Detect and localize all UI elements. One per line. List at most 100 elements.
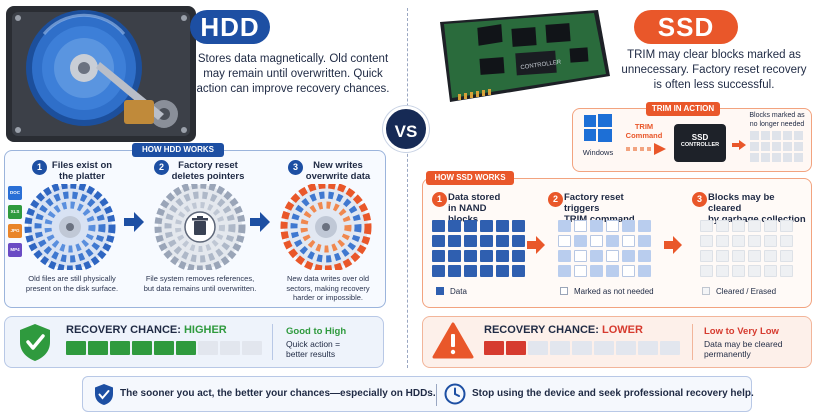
hdd-step-2-title: Factory reset deletes pointers xyxy=(171,160,245,182)
ssd-step-2-blocks xyxy=(558,220,651,277)
nand-block xyxy=(512,250,525,262)
nand-block xyxy=(716,265,729,277)
nand-block xyxy=(512,220,525,232)
nand-block xyxy=(558,265,571,277)
nand-block xyxy=(748,250,761,262)
trim-blocks-grid xyxy=(750,131,803,162)
arrow-right-icon xyxy=(732,140,746,150)
ssd-step-3-legend: Cleared / Erased xyxy=(702,287,776,296)
hdd-description: Stores data magnetically. Old content ma… xyxy=(196,53,390,95)
ssd-title: SSD xyxy=(634,10,738,44)
ssd-step-2-number: 2 xyxy=(548,192,563,207)
meter-segment xyxy=(550,341,570,355)
mp4-file-icon: MP4 xyxy=(8,243,22,257)
nand-block xyxy=(764,265,777,277)
vs-badge: VS xyxy=(383,106,429,152)
ssd-recovery-meter xyxy=(484,341,684,355)
windows-logo-icon xyxy=(584,114,612,142)
hdd-recovery-title: RECOVERY CHANCE: HIGHER xyxy=(66,324,227,336)
shield-check-icon xyxy=(95,384,113,405)
xls-file-icon: XLS xyxy=(8,205,22,219)
nand-block xyxy=(574,265,587,277)
ssd-step-2-legend: Marked as not needed xyxy=(560,287,654,296)
nand-block xyxy=(700,235,713,247)
nand-block xyxy=(732,235,745,247)
nand-block xyxy=(480,235,493,247)
nand-block xyxy=(732,220,745,232)
jpg-file-icon: JPG xyxy=(8,224,22,238)
hdd-step-3-caption: New data writes over old sectors, making… xyxy=(286,274,370,302)
footer-right-text: Stop using the device and seek professio… xyxy=(472,388,754,399)
footer-banner xyxy=(82,376,752,412)
nand-block xyxy=(448,220,461,232)
nand-block xyxy=(622,265,635,277)
platter-with-trash-icon xyxy=(154,184,246,270)
platter-overwritten-icon xyxy=(280,184,372,270)
meter-segment xyxy=(154,341,174,355)
nand-block xyxy=(764,250,777,262)
meter-segment xyxy=(506,341,526,355)
platter-with-files-icon xyxy=(24,184,116,270)
ssd-recovery-divider xyxy=(692,324,693,360)
trim-label: TRIM IN ACTION xyxy=(646,102,720,116)
ssd-step-3-number: 3 xyxy=(692,192,707,207)
nand-block xyxy=(590,235,603,247)
nand-block xyxy=(558,220,571,232)
nand-block xyxy=(448,265,461,277)
arrow-right-icon xyxy=(527,236,545,254)
trim-os-label: Windows xyxy=(582,148,614,157)
ssd-drive-illustration: CONTROLLER xyxy=(440,10,610,102)
nand-block xyxy=(590,220,603,232)
nand-block xyxy=(748,265,761,277)
nand-block xyxy=(464,235,477,247)
clock-icon xyxy=(444,383,466,405)
nand-block xyxy=(622,220,635,232)
meter-segment xyxy=(484,341,504,355)
file-icons-column: DOC XLS JPG MP4 xyxy=(8,186,22,257)
meter-segment xyxy=(66,341,86,355)
ssd-step-1-blocks xyxy=(432,220,525,277)
nand-block xyxy=(716,220,729,232)
trim-command-label: TRIM Command xyxy=(625,122,663,140)
hdd-recovery-meter xyxy=(66,341,266,355)
hdd-drive-illustration xyxy=(6,6,196,142)
meter-segment xyxy=(88,341,108,355)
svg-text:CONTROLLER: CONTROLLER xyxy=(520,59,562,71)
nand-block xyxy=(448,235,461,247)
nand-block xyxy=(606,265,619,277)
nand-block xyxy=(748,235,761,247)
nand-block xyxy=(432,220,445,232)
nand-block xyxy=(464,265,477,277)
ssd-how-label: HOW SSD WORKS xyxy=(426,171,514,185)
nand-block xyxy=(700,220,713,232)
ssd-description: TRIM may clear blocks marked as unnecess… xyxy=(621,49,807,91)
arrow-right-icon xyxy=(124,212,144,232)
meter-segment xyxy=(110,341,130,355)
hdd-step-2-number: 2 xyxy=(154,160,169,175)
hdd-recovery-note: Good to High Quick action = better resul… xyxy=(286,326,347,359)
nand-block xyxy=(622,250,635,262)
meter-segment xyxy=(572,341,592,355)
arrow-right-icon xyxy=(250,212,270,232)
meter-segment xyxy=(220,341,240,355)
legend-swatch xyxy=(702,287,710,295)
nand-block xyxy=(480,265,493,277)
ssd-step-1-title: Data stored in NAND blocks xyxy=(448,192,501,225)
nand-block xyxy=(732,250,745,262)
ssd-step-3-blocks xyxy=(700,220,793,277)
meter-segment xyxy=(528,341,548,355)
nand-block xyxy=(496,235,509,247)
hdd-step-1-title: Files exist on the platter xyxy=(51,160,113,182)
meter-segment xyxy=(594,341,614,355)
nand-block xyxy=(638,220,651,232)
nand-block xyxy=(764,220,777,232)
hdd-how-label: HOW HDD WORKS xyxy=(132,143,224,157)
nand-block xyxy=(432,250,445,262)
nand-block xyxy=(512,265,525,277)
ssd-step-2-title: Factory reset triggers TRIM command xyxy=(564,192,635,225)
nand-block xyxy=(638,235,651,247)
nand-block xyxy=(480,220,493,232)
nand-block xyxy=(558,235,571,247)
ssd-step-3-title: Blocks may be cleared by garbage collect… xyxy=(708,192,806,225)
arrow-right-icon xyxy=(664,236,682,254)
